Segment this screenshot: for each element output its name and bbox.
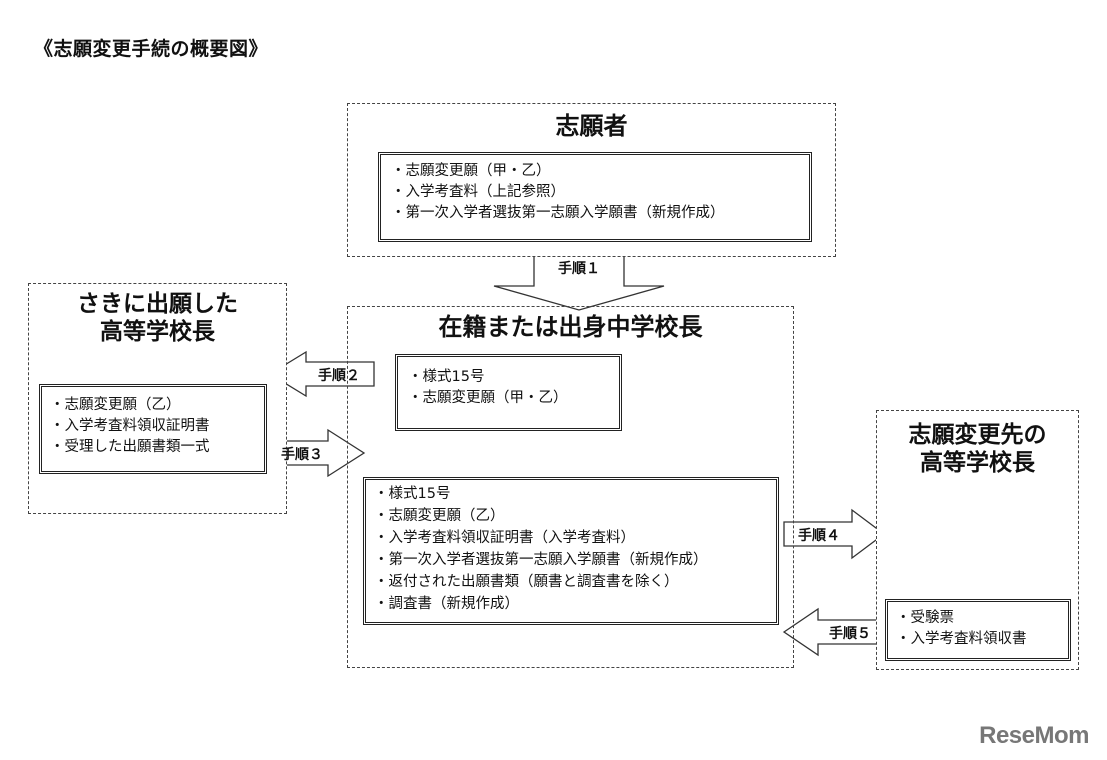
middle-school-documents-top: 様式15号 志願変更願（甲・乙）	[395, 354, 622, 431]
prev-school-heading-line1: さきに出願した	[77, 291, 238, 317]
prev-school-heading: さきに出願した 高等学校長	[29, 290, 286, 346]
prev-school-documents: 志願変更願（乙） 入学考査料領収証明書 受理した出願書類一式	[39, 384, 267, 474]
list-item: 志願変更願（甲・乙）	[391, 161, 799, 182]
middle-school-heading: 在籍または出身中学校長	[438, 313, 703, 341]
list-item: 入学考査料（上記参照）	[391, 182, 799, 203]
middle-school-documents-bottom: 様式15号 志願変更願（乙） 入学考査料領収証明書（入学考査料） 第一次入学者選…	[363, 477, 779, 625]
list-item: 志願変更願（甲・乙）	[408, 388, 609, 409]
middle-school-box: 在籍または出身中学校長 様式15号 志願変更願（甲・乙） 様式15号 志願変更願…	[347, 306, 794, 668]
applicant-heading: 志願者	[555, 112, 628, 140]
new-school-heading-line2: 高等学校長	[920, 450, 1035, 477]
list-item: 様式15号	[408, 367, 609, 388]
new-school-box: 志願変更先の 高等学校長 受験票 入学考査料領収書	[876, 410, 1079, 670]
middle-school-bottom-list: 様式15号 志願変更願（乙） 入学考査料領収証明書（入学考査料） 第一次入学者選…	[374, 483, 768, 615]
list-item: 第一次入学者選抜第一志願入学願書（新規作成）	[391, 203, 799, 224]
step2-label: 手順２	[318, 368, 360, 384]
new-school-document-list: 受験票 入学考査料領収書	[896, 608, 1060, 650]
prev-school-document-list: 志願変更願（乙） 入学考査料領収証明書 受理した出願書類一式	[50, 395, 256, 458]
resemom-logo: ReseMom	[979, 722, 1089, 749]
list-item: 返付された出願書類（願書と調査書を除く）	[374, 571, 768, 593]
list-item: 受験票	[896, 608, 1060, 629]
list-item: 調査書（新規作成）	[374, 593, 768, 615]
applicant-box: 志願者 志願変更願（甲・乙） 入学考査料（上記参照） 第一次入学者選抜第一志願入…	[347, 103, 836, 257]
new-school-heading-line1: 志願変更先の	[908, 422, 1047, 448]
prev-school-box: さきに出願した 高等学校長 志願変更願（乙） 入学考査料領収証明書 受理した出願…	[28, 283, 287, 514]
step4-arrow	[783, 508, 886, 560]
new-school-documents: 受験票 入学考査料領収書	[885, 599, 1071, 661]
step2-arrow	[268, 350, 375, 398]
list-item: 受理した出願書類一式	[50, 437, 256, 458]
step4-label: 手順４	[798, 528, 840, 544]
list-item: 入学考査料領収証明書（入学考査料）	[374, 527, 768, 549]
step3-label: 手順３	[281, 447, 323, 463]
list-item: 第一次入学者選抜第一志願入学願書（新規作成）	[374, 549, 768, 571]
list-item: 志願変更願（乙）	[50, 395, 256, 416]
list-item: 入学考査料領収証明書	[50, 416, 256, 437]
applicant-document-list: 志願変更願（甲・乙） 入学考査料（上記参照） 第一次入学者選抜第一志願入学願書（…	[391, 161, 799, 224]
prev-school-heading-line2: 高等学校長	[100, 319, 215, 346]
list-item: 入学考査料領収書	[896, 629, 1060, 650]
list-item: 志願変更願（乙）	[374, 505, 768, 527]
step1-label: 手順１	[558, 261, 600, 277]
middle-school-top-list: 様式15号 志願変更願（甲・乙）	[408, 367, 609, 409]
list-item: 様式15号	[374, 483, 768, 505]
step5-label: 手順５	[829, 626, 871, 642]
new-school-heading: 志願変更先の 高等学校長	[877, 421, 1078, 477]
applicant-documents: 志願変更願（甲・乙） 入学考査料（上記参照） 第一次入学者選抜第一志願入学願書（…	[378, 152, 812, 242]
diagram-title: 《志願変更手続の概要図》	[34, 38, 269, 60]
